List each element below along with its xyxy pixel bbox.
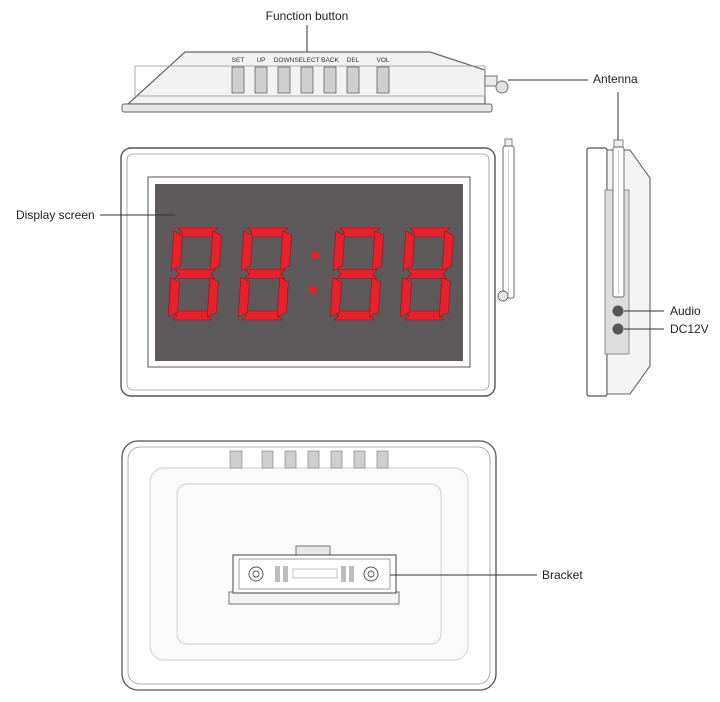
digit-4-segment-c (438, 277, 451, 318)
key-up-label: UP (256, 57, 265, 64)
antenna-label: Antenna (593, 72, 638, 86)
digit-2-segment-g (243, 269, 287, 279)
dc12v-jack-icon (612, 323, 624, 335)
digit-4-segment-d (403, 310, 446, 321)
key-vol[interactable]: VOL (376, 57, 390, 94)
function-button-label: Function button (266, 9, 349, 23)
key-select-label: SELECT (294, 57, 319, 64)
front-antenna (497, 138, 515, 302)
key-select[interactable]: SELECT (294, 57, 320, 94)
colon-dot-1 (311, 251, 320, 260)
top-view: Function button Antenna SET UP DOWN (121, 9, 638, 113)
digit-2-segment-e (237, 277, 250, 318)
bracket-label: Bracket (542, 568, 583, 582)
display-screen-label: Display screen (16, 208, 95, 222)
digit-3-segment-f (332, 230, 345, 271)
key-up[interactable]: UP (254, 57, 268, 94)
digit-3-segment-e (329, 277, 342, 318)
digit-4-segment-a (408, 227, 451, 238)
digit-2-segment-f (240, 230, 253, 271)
key-del[interactable]: DEL (346, 57, 360, 94)
colon-dot-2 (308, 286, 317, 295)
side-antenna (612, 139, 625, 298)
digit-3-segment-d (333, 310, 376, 321)
audio-jack-icon (612, 305, 624, 317)
key-set[interactable]: SET (231, 57, 245, 94)
digit-2-segment-a (246, 227, 289, 238)
back-frame-inner (127, 446, 491, 685)
digit-2-segment-d (241, 310, 284, 321)
digit-3-segment-a (338, 227, 381, 238)
bracket (228, 545, 400, 605)
digit-1-segment-g (173, 269, 217, 279)
top-base-plate (121, 103, 493, 113)
back-view: Bracket (121, 440, 583, 691)
digit-1-segment-a (176, 227, 219, 238)
digit-2-segment-b (279, 230, 292, 271)
seven-segment-display (167, 227, 454, 321)
key-vol-label: VOL (376, 57, 389, 64)
digit-4-segment-b (441, 230, 454, 271)
function-keys: SET UP DOWN SELECT BACK DEL (231, 57, 390, 94)
side-body-front (586, 147, 608, 397)
digit-1-segment-d (171, 310, 214, 321)
key-back[interactable]: BACK (321, 57, 340, 94)
digit-3-segment-c (368, 277, 381, 318)
antenna-knob (484, 75, 509, 94)
digit-2-segment-c (276, 277, 289, 318)
digit-4-segment-g (405, 269, 449, 279)
digit-4-segment-f (402, 230, 415, 271)
digit-4-segment-e (399, 277, 412, 318)
front-frame-inner (126, 153, 490, 391)
key-down-label: DOWN (274, 57, 295, 64)
front-view: Display screen (16, 138, 515, 397)
back-key-tops (229, 450, 389, 469)
digit-3-segment-b (371, 230, 384, 271)
audio-label: Audio (670, 304, 701, 318)
side-view: Audio DC12V (586, 92, 709, 397)
key-down[interactable]: DOWN (274, 57, 295, 94)
back-recess-inner (176, 483, 442, 645)
dc12v-label: DC12V (670, 322, 709, 336)
digit-3-segment-g (335, 269, 379, 279)
digit-1-segment-f (170, 230, 183, 271)
key-back-label: BACK (321, 57, 339, 64)
key-set-label: SET (232, 57, 245, 64)
digit-1-segment-e (167, 277, 180, 318)
digit-1-segment-c (206, 277, 219, 318)
key-del-label: DEL (347, 57, 360, 64)
digit-1-segment-b (209, 230, 222, 271)
